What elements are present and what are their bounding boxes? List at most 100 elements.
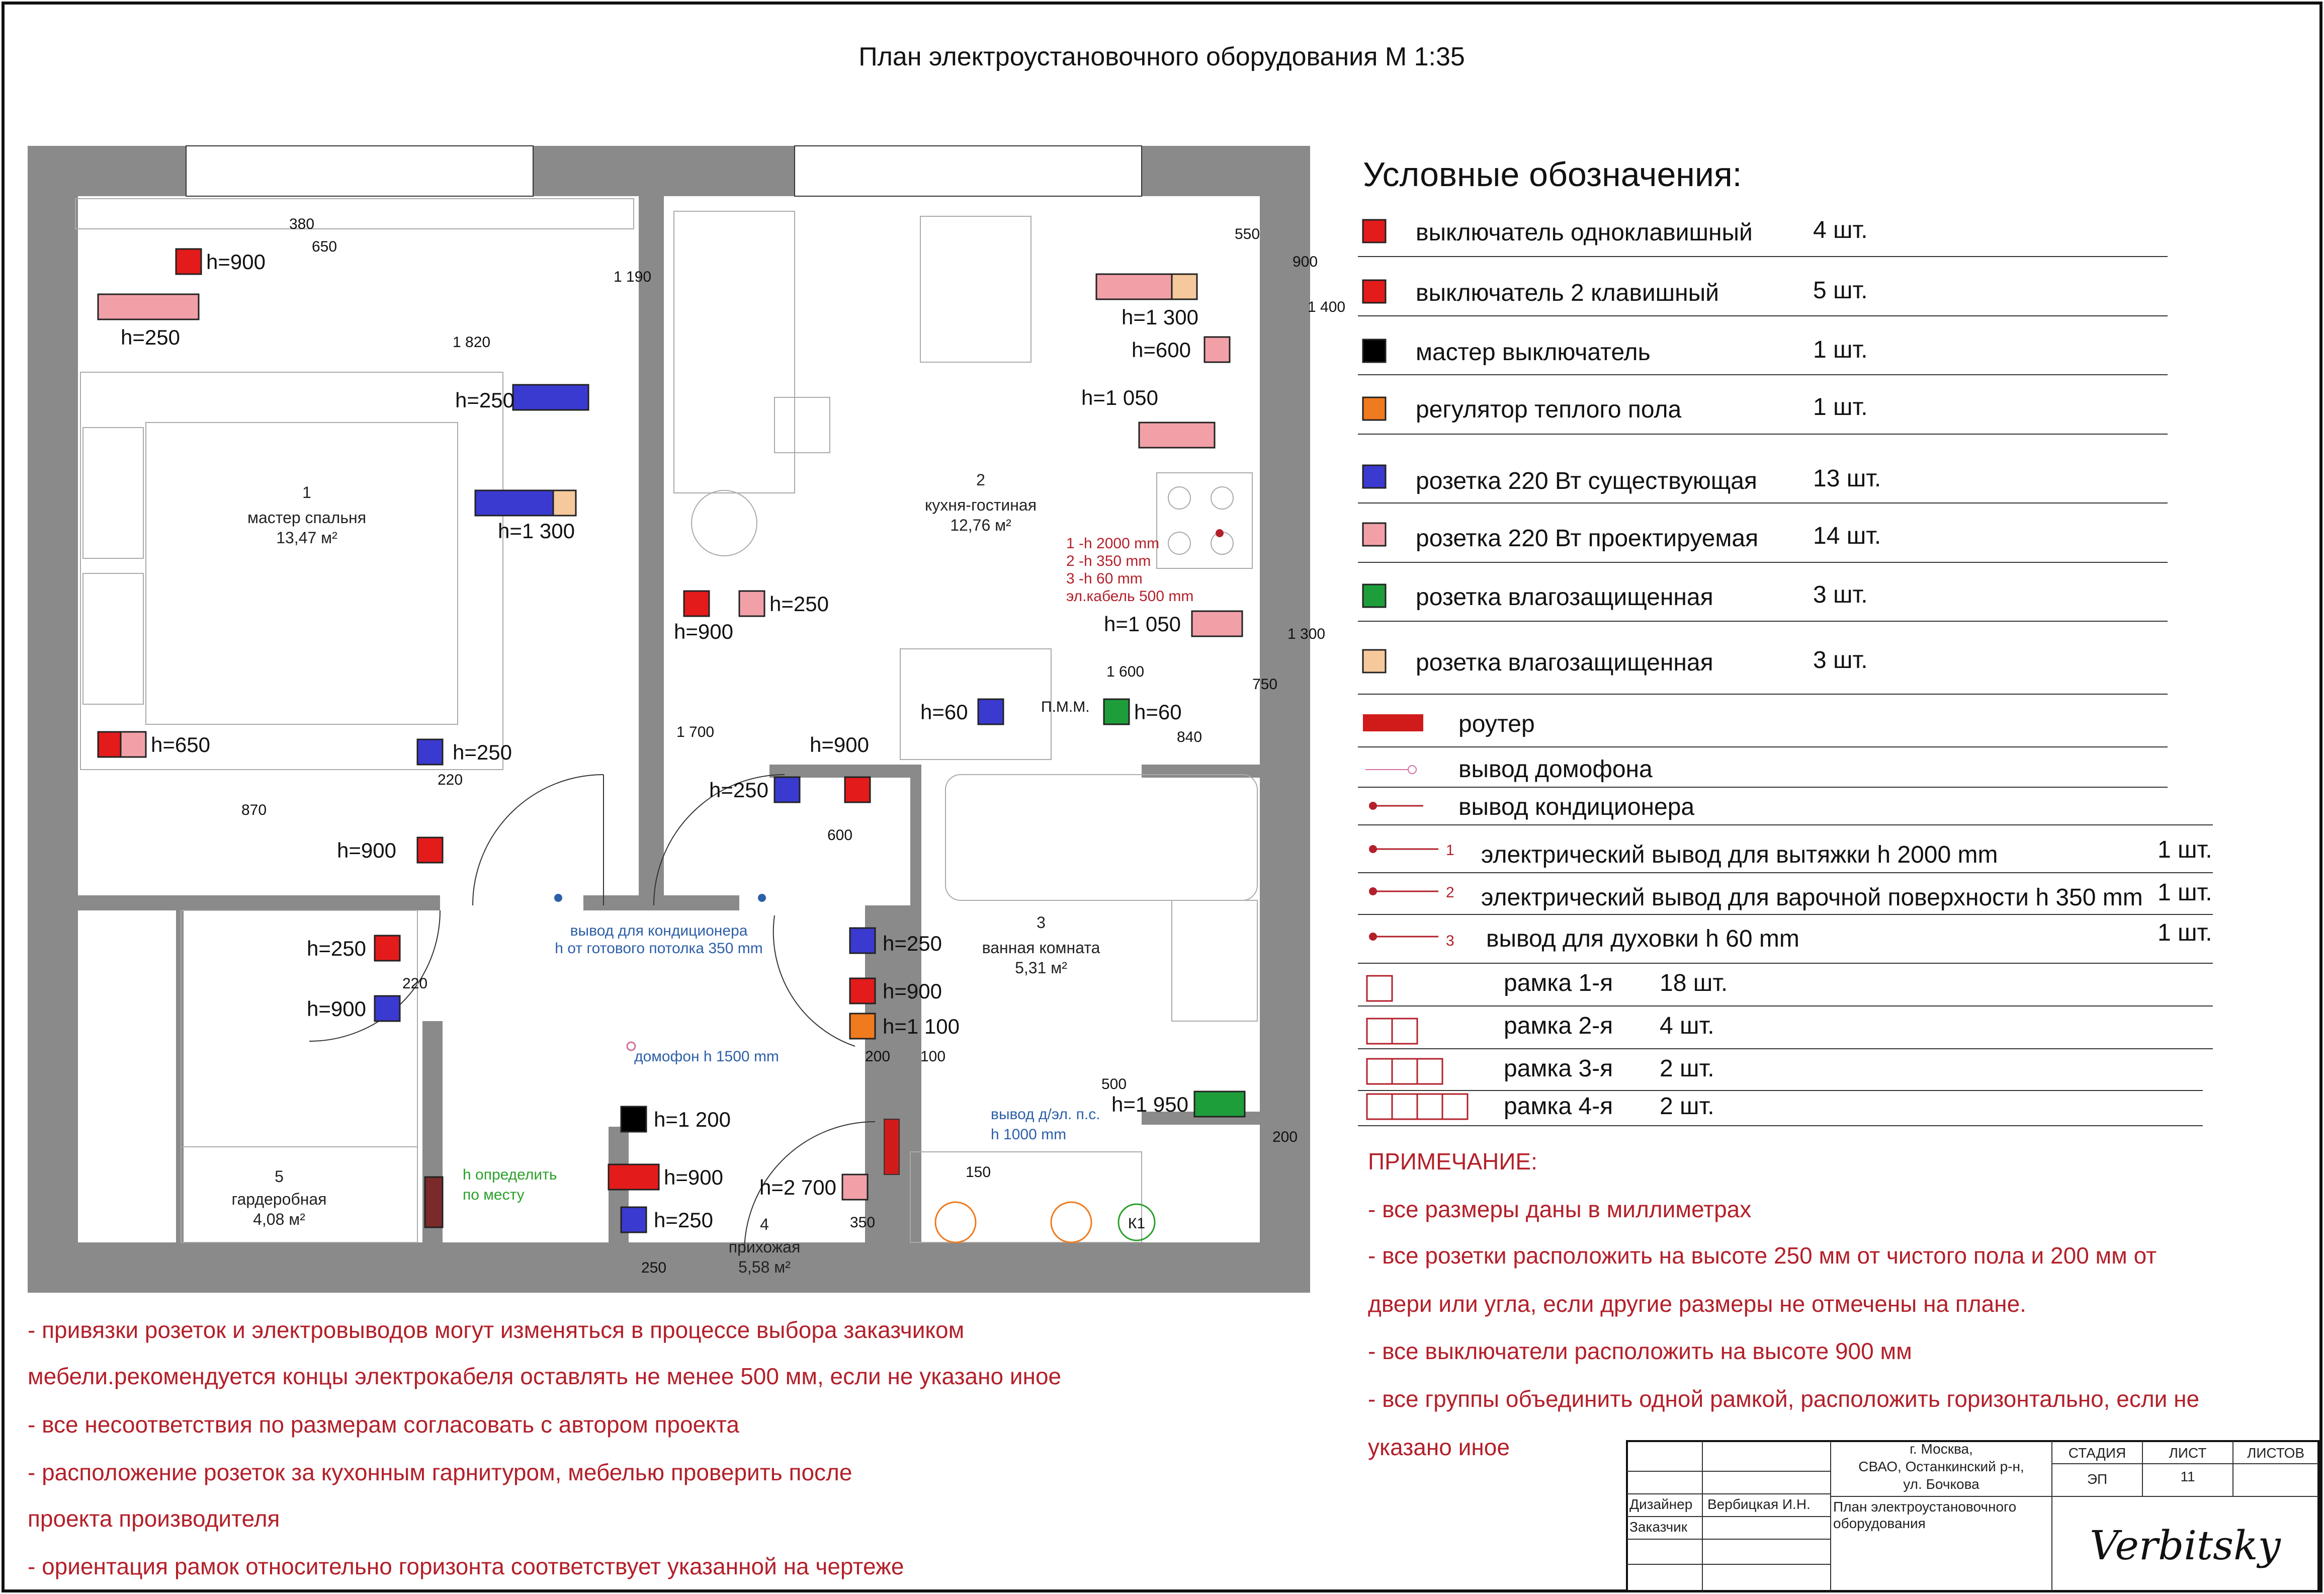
room-4: 4 прихожая 5,58 м²: [729, 1215, 801, 1276]
svg-text:900: 900: [1293, 254, 1318, 270]
svg-text:1 820: 1 820: [453, 334, 490, 351]
svg-text:ЭП: ЭП: [2087, 1471, 2107, 1487]
svg-text:выключатель 2 клавишный: выключатель 2 клавишный: [1416, 280, 1719, 306]
svg-text:14 шт.: 14 шт.: [1813, 523, 1881, 549]
legend-item-intercom: вывод домофона: [1358, 756, 2168, 788]
svg-text:1 шт.: 1 шт.: [2158, 836, 2212, 863]
floor-plan: К1 1 мастер спальня 13,47 м² 2 кухня-гос…: [28, 145, 1345, 1293]
svg-text:11: 11: [2180, 1469, 2195, 1484]
svg-text:550: 550: [1235, 226, 1260, 242]
svg-text:h=60: h=60: [920, 700, 968, 724]
svg-text:рамка 2-я: рамка 2-я: [1504, 1013, 1613, 1039]
svg-text:840: 840: [1177, 729, 1202, 745]
svg-text:Дизайнер: Дизайнер: [1629, 1496, 1692, 1512]
svg-text:розетка влагозащищенная: розетка влагозащищенная: [1416, 584, 1713, 611]
svg-text:П.М.М.: П.М.М.: [1041, 699, 1090, 715]
svg-text:3: 3: [1446, 933, 1454, 949]
legend-item-ac: вывод кондиционера: [1358, 794, 2213, 825]
svg-text:вывод кондиционера: вывод кондиционера: [1458, 794, 1694, 820]
svg-text:2 -h 350 mm: 2 -h 350 mm: [1066, 553, 1151, 569]
svg-text:2 шт.: 2 шт.: [1660, 1093, 1714, 1120]
remarks: ПРИМЕЧАНИЕ: - все размеры даны в миллиме…: [1368, 1148, 2199, 1460]
svg-text:роутер: роутер: [1458, 711, 1535, 737]
room-1: 1 мастер спальня 13,47 м²: [247, 483, 366, 547]
svg-text:h=250: h=250: [769, 592, 829, 616]
legend-outlet-3: 3 вывод для духовки h 60 mm 1 шт.: [1358, 919, 2213, 964]
svg-text:проекта производителя: проекта производителя: [28, 1505, 280, 1532]
svg-text:1: 1: [302, 483, 311, 501]
svg-text:мастер спальня: мастер спальня: [247, 509, 366, 527]
legend-outlet-1: 1 электрический вывод для вытяжки h 2000…: [1358, 836, 2213, 873]
svg-text:вывод д/эл. п.с.: вывод д/эл. п.с.: [991, 1106, 1100, 1123]
svg-text:h=1 050: h=1 050: [1104, 612, 1181, 636]
legend-item-socket-waterproof-beige: розетка влагозащищенная 3 шт.: [1358, 647, 2168, 695]
svg-text:розетка 220 Вт существующая: розетка 220 Вт существующая: [1416, 468, 1757, 494]
svg-text:розетка влагозащищенная: розетка влагозащищенная: [1416, 649, 1713, 676]
room-5: 5 гардеробная 4,08 м²: [231, 1167, 326, 1228]
svg-text:вывод для кондиционера: вывод для кондиционера: [570, 922, 748, 939]
svg-text:рамка 3-я: рамка 3-я: [1504, 1055, 1613, 1082]
svg-text:200: 200: [1272, 1129, 1298, 1145]
svg-text:1 шт.: 1 шт.: [1813, 394, 1868, 421]
riser-label: К1: [1128, 1215, 1145, 1232]
svg-text:h=900: h=900: [206, 250, 266, 274]
svg-text:1 190: 1 190: [614, 269, 651, 285]
svg-text:h=900: h=900: [674, 620, 733, 643]
svg-text:h=2 700: h=2 700: [759, 1176, 836, 1199]
svg-text:650: 650: [312, 238, 337, 255]
svg-text:Вербицкая И.Н.: Вербицкая И.Н.: [1707, 1496, 1811, 1512]
svg-text:1 400: 1 400: [1308, 299, 1345, 315]
svg-text:3 -h 60 mm: 3 -h 60 mm: [1066, 570, 1143, 587]
svg-text:5: 5: [275, 1167, 284, 1186]
svg-text:870: 870: [241, 802, 267, 818]
title-block: г. Москва, СВАО, Останкинский р-н, ул. Б…: [1626, 1440, 2319, 1592]
legend-item-floor-heating: регулятор теплого пола 1 шт.: [1358, 394, 2168, 435]
svg-text:вывод для духовки h 60 mm: вывод для духовки h 60 mm: [1486, 926, 1799, 952]
legend: Условные обозначения: выключатель однокл…: [1358, 155, 2213, 1126]
svg-text:рамка 4-я: рамка 4-я: [1504, 1093, 1613, 1120]
svg-text:h=900: h=900: [883, 979, 942, 1003]
svg-text:прихожая: прихожая: [729, 1238, 801, 1256]
legend-frame-3: рамка 3-я 2 шт.: [1358, 1055, 2203, 1091]
svg-text:ЛИСТОВ: ЛИСТОВ: [2247, 1445, 2304, 1461]
svg-text:600: 600: [827, 827, 852, 844]
svg-text:- все несоответствия по размер: - все несоответствия по размерам согласо…: [28, 1411, 739, 1438]
svg-text:4 шт.: 4 шт.: [1660, 1013, 1714, 1039]
svg-text:мебели.рекомендуется концы эле: мебели.рекомендуется концы электрокабеля…: [28, 1363, 1061, 1389]
svg-text:h=900: h=900: [664, 1165, 723, 1189]
svg-text:h=650: h=650: [151, 733, 210, 757]
bottom-notes: - привязки розеток и электровыводов могу…: [28, 1317, 1061, 1579]
legend-item-master-switch: мастер выключатель 1 шт.: [1358, 337, 2168, 375]
svg-text:регулятор теплого пола: регулятор теплого пола: [1416, 396, 1682, 423]
svg-text:выключатель одноклавишный: выключатель одноклавишный: [1416, 219, 1753, 246]
svg-text:2: 2: [976, 471, 985, 489]
svg-text:5,31 м²: 5,31 м²: [1015, 959, 1067, 977]
svg-text:1 шт.: 1 шт.: [2158, 879, 2212, 906]
svg-text:750: 750: [1252, 676, 1277, 693]
svg-text:5 шт.: 5 шт.: [1813, 277, 1868, 304]
svg-text:3 шт.: 3 шт.: [1813, 647, 1868, 674]
svg-text:h=600: h=600: [1132, 338, 1191, 362]
svg-text:h=250: h=250: [455, 388, 514, 412]
svg-text:- все размеры даны в миллиметр: - все размеры даны в миллиметрах: [1368, 1196, 1751, 1222]
dimension-labels: 380 650 1 190 1 820 870 220 220 1 700 60…: [241, 216, 1345, 1276]
svg-text:h=1 200: h=1 200: [654, 1108, 731, 1131]
svg-text:h=900: h=900: [337, 838, 396, 862]
svg-text:- ориентация рамок относительн: - ориентация рамок относительно горизонт…: [28, 1553, 904, 1579]
svg-text:мастер выключатель: мастер выключатель: [1416, 339, 1651, 366]
legend-item-switch-2: выключатель 2 клавишный 5 шт.: [1358, 277, 2168, 316]
svg-text:электрический вывод для вытяжк: электрический вывод для вытяжки h 2000 m…: [1481, 842, 1998, 868]
svg-text:220: 220: [438, 772, 463, 788]
svg-text:12,76 м²: 12,76 м²: [950, 516, 1011, 534]
svg-text:h=1 050: h=1 050: [1081, 386, 1158, 409]
svg-text:13 шт.: 13 шт.: [1813, 465, 1881, 492]
svg-text:18 шт.: 18 шт.: [1660, 970, 1728, 996]
svg-text:указано иное: указано иное: [1368, 1434, 1510, 1460]
svg-text:ул. Бочкова: ул. Бочкова: [1903, 1476, 1979, 1492]
svg-text:1 шт.: 1 шт.: [1813, 337, 1868, 363]
svg-text:рамка 1-я: рамка 1-я: [1504, 970, 1613, 996]
svg-text:350: 350: [850, 1214, 875, 1231]
svg-text:h=250: h=250: [307, 937, 366, 960]
svg-text:4 шт.: 4 шт.: [1813, 217, 1868, 243]
